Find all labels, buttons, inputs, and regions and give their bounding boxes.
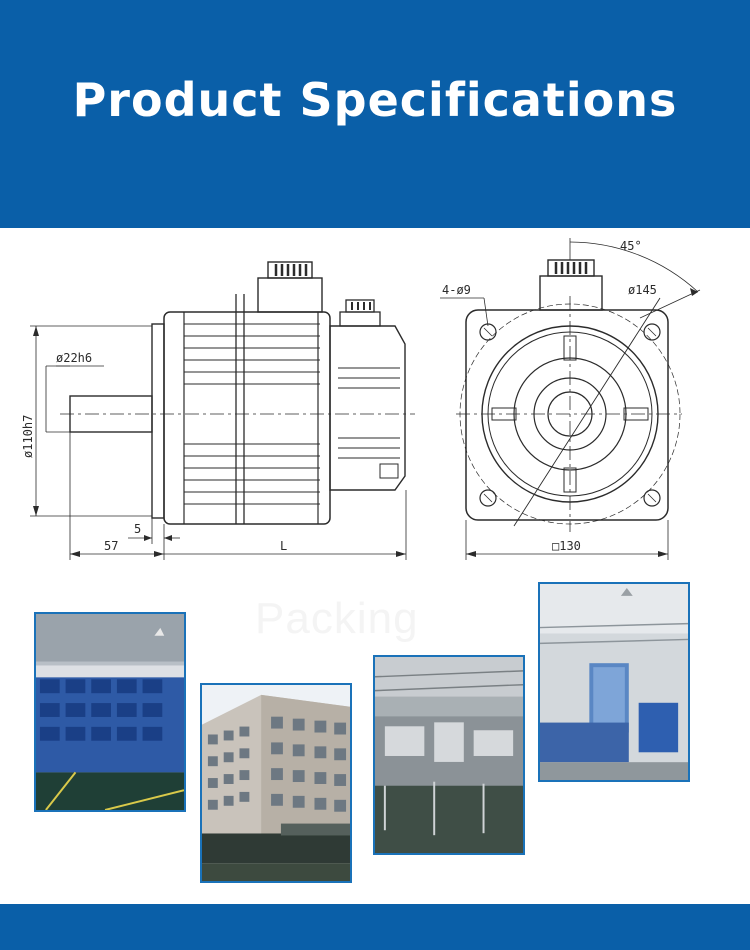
flange-thickness-label: 5 <box>134 522 141 536</box>
shaft-length-label: 57 <box>104 539 118 553</box>
footer-bar <box>0 904 750 950</box>
workshop-photo <box>373 655 525 855</box>
building-photo <box>200 683 352 883</box>
pitch-circle-label: ø145 <box>628 283 657 297</box>
bolt-holes-label: 4-ø9 <box>442 283 471 297</box>
motor-front-view <box>440 238 701 560</box>
warehouse-photo <box>34 612 186 812</box>
shaft-diameter-label: ø22h6 <box>56 351 92 365</box>
square-size-label: □130 <box>552 539 581 553</box>
packing-watermark: Packing <box>255 594 419 643</box>
flange-diameter-label: ø110h7 <box>21 415 35 458</box>
motor-side-view <box>30 261 415 560</box>
technical-drawing: ø22h6 ø110h7 57 5 L 4-ø9 ø145 45° □130 <box>0 228 750 578</box>
header-banner: Product Specifications <box>0 0 750 228</box>
testing-photo <box>538 582 690 782</box>
angle-label: 45° <box>620 239 642 253</box>
page-title: Product Specifications <box>72 73 678 127</box>
body-length-label: L <box>280 539 287 553</box>
